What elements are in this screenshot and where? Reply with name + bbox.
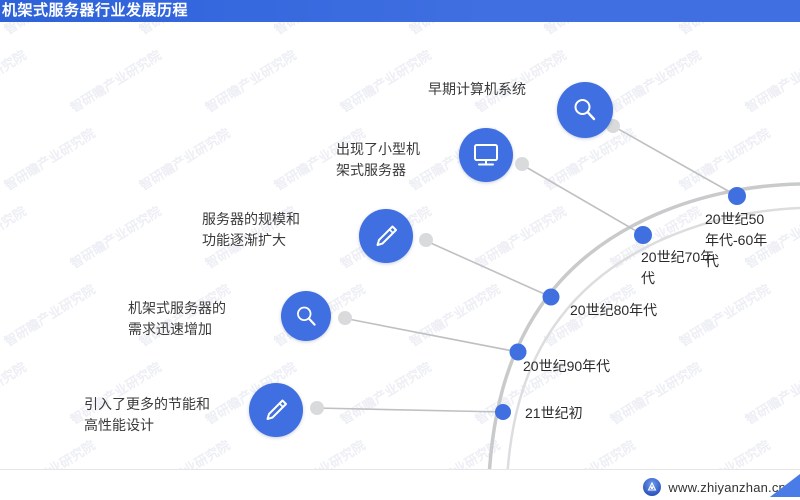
milestone-description-5: 引入了更多的节能和 高性能设计 (84, 396, 210, 433)
milestone-description-1: 早期计算机系统 (428, 81, 526, 97)
milestone-era-5: 21世纪初 (525, 405, 583, 421)
connector-dot-2 (515, 157, 529, 171)
pencil-icon (261, 395, 291, 425)
milestone-icon-4[interactable] (281, 291, 331, 341)
footer-brand: www.zhiyanzhan.cn (643, 478, 786, 496)
title-bar: 机架式服务器行业发展历程 (0, 0, 800, 22)
milestone-era-2: 20世纪70年 代 (641, 249, 715, 286)
milestone-description-2: 出现了小型机 架式服务器 (336, 141, 420, 178)
timeline-arc-inner (504, 206, 800, 500)
timeline-node-5[interactable] (495, 404, 511, 420)
footer-corner-accent (766, 474, 800, 500)
timeline-node-2[interactable] (634, 226, 652, 244)
milestone-era-3: 20世纪80年代 (570, 302, 658, 318)
milestone-description-3: 服务器的规模和 功能逐渐扩大 (202, 211, 300, 248)
footer-url: www.zhiyanzhan.cn (668, 479, 786, 495)
bottom-strip (0, 497, 800, 500)
magnifier-icon (570, 95, 600, 125)
connector-dot-3 (419, 233, 433, 247)
connector-line-2 (518, 162, 644, 236)
timeline-node-3[interactable] (542, 288, 560, 306)
company-logo-icon (643, 478, 662, 496)
connector-dot-5 (310, 401, 324, 415)
connector-dot-4 (338, 311, 352, 325)
milestone-icon-5[interactable] (249, 383, 303, 437)
milestone-era-1: 20世纪50 年代-60年 代 (705, 211, 768, 269)
footer-bar (0, 469, 800, 500)
connector-line-5 (315, 407, 504, 413)
pencil-icon (371, 221, 401, 251)
connector-line-1 (612, 125, 738, 197)
milestone-era-4: 20世纪90年代 (523, 358, 611, 374)
timeline-node-4[interactable] (509, 343, 527, 361)
milestone-icon-2[interactable] (459, 128, 513, 182)
connector-line-3 (423, 239, 552, 298)
monitor-icon (471, 141, 501, 169)
milestone-icon-3[interactable] (359, 209, 413, 263)
connector-line-4 (342, 317, 519, 353)
timeline-node-1[interactable] (728, 187, 746, 205)
milestone-description-4: 机架式服务器的 需求迅速增加 (128, 300, 226, 337)
milestone-icon-1[interactable] (557, 82, 613, 138)
magnifier-icon (293, 303, 320, 330)
page-title: 机架式服务器行业发展历程 (2, 2, 189, 19)
